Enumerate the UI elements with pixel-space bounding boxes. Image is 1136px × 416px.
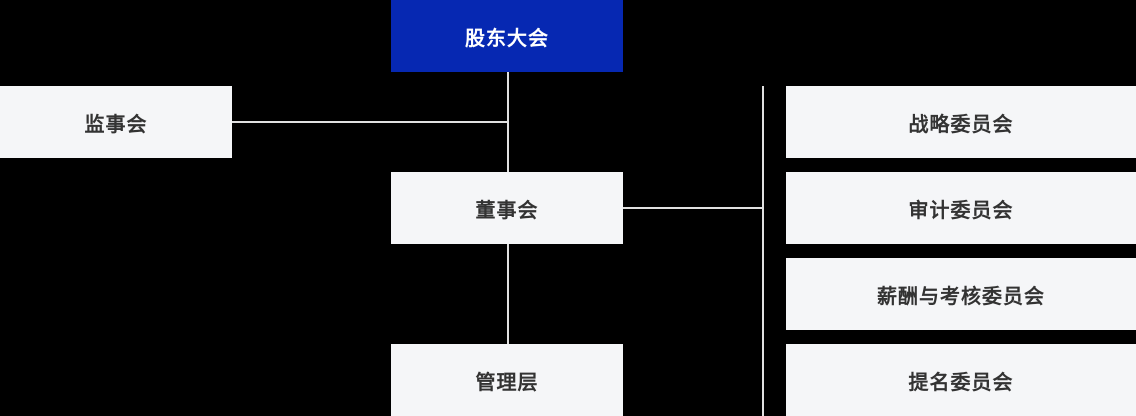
management-node: 管理层: [391, 344, 623, 416]
management-label: 管理层: [475, 371, 539, 394]
strategy-committee-label: 战略委员会: [908, 113, 1014, 136]
board-of-directors-node: 董事会: [391, 172, 623, 244]
shareholders-meeting-label: 股东大会: [465, 27, 549, 50]
connector-board-to-management: [507, 244, 509, 344]
shareholders-meeting-node: 股东大会: [391, 0, 623, 72]
remuneration-appraisal-committee-node: 薪酬与考核委员会: [786, 258, 1136, 330]
audit-committee-label: 审计委员会: [908, 199, 1014, 222]
strategy-committee-node: 战略委员会: [786, 86, 1136, 158]
supervisory-board-node: 监事会: [0, 86, 232, 158]
connector-committees-bus: [762, 86, 764, 416]
nomination-committee-node: 提名委员会: [786, 344, 1136, 416]
audit-committee-node: 审计委员会: [786, 172, 1136, 244]
remuneration-appraisal-committee-label: 薪酬与考核委员会: [877, 285, 1045, 308]
nomination-committee-label: 提名委员会: [908, 371, 1014, 394]
connector-board-to-committees: [623, 207, 764, 209]
supervisory-board-label: 监事会: [84, 113, 148, 136]
connector-supervisory-horizontal: [232, 121, 509, 123]
board-of-directors-label: 董事会: [475, 199, 539, 222]
